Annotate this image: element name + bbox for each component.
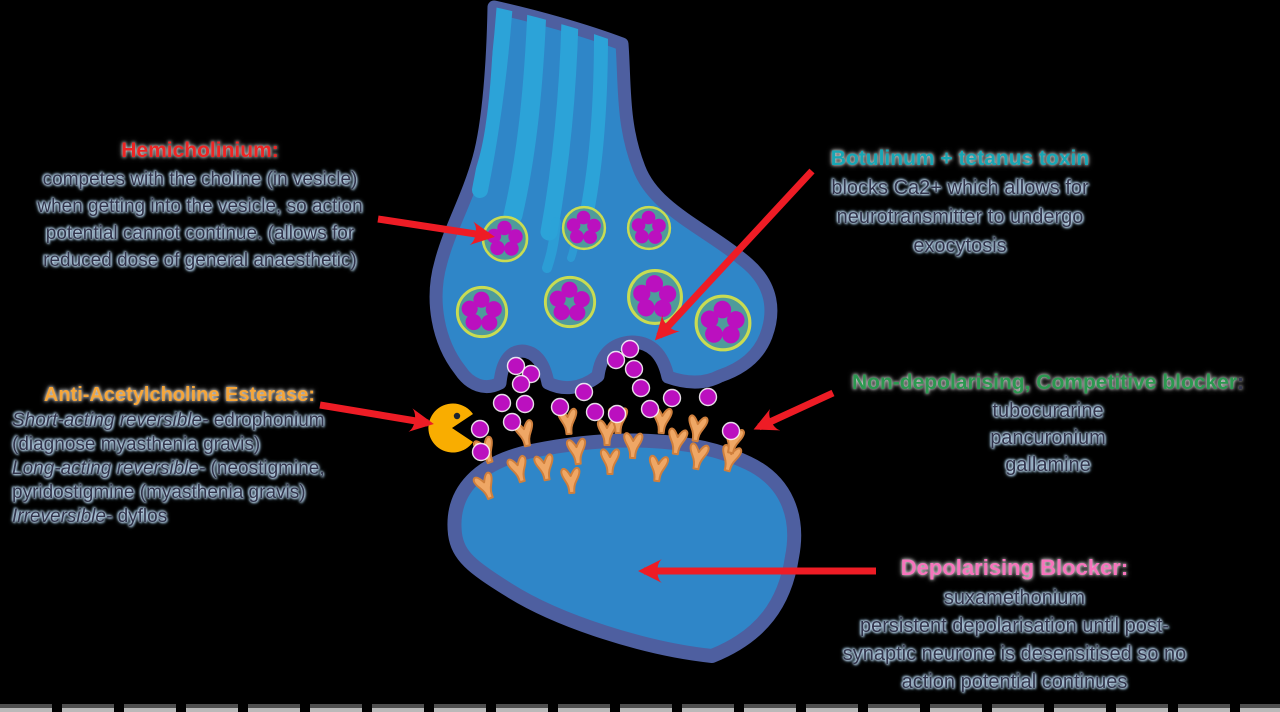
arrow-non-depolarising — [753, 389, 835, 431]
botulinum-line: blocks Ca2+ which allows for — [831, 177, 1089, 199]
annotation-anti-ache: Anti-Acetylcholine Esterase: Short-actin… — [4, 381, 347, 529]
non-depolarising-heading: Non-depolarising, Competitive blocker: — [851, 371, 1245, 394]
botulinum-heading: Botulinum + tetanus toxin — [830, 147, 1090, 170]
arrow-anti-ache — [319, 401, 434, 432]
botulinum-line: neurotransmitter to undergo — [836, 206, 1084, 228]
synaptic-vesicle — [543, 275, 597, 329]
depolarising-line: suxamethonium — [943, 587, 1086, 609]
depolarising-line: persistent depolarisation until post- — [859, 615, 1170, 637]
anti-ache-line: pyridostigmine (myasthenia gravis) — [12, 482, 306, 503]
synaptic-vesicle — [561, 205, 607, 251]
presynaptic-neurone — [436, 2, 771, 388]
botulinum-line: exocytosis — [913, 235, 1007, 257]
hemicholinium-line: reduced dose of general anaesthetic) — [43, 250, 357, 271]
acetylcholinesterase-pacman-icon — [428, 403, 473, 453]
synaptic-vesicle — [626, 205, 672, 251]
annotation-botulinum: Botulinum + tetanus toxin blocks Ca2+ wh… — [795, 144, 1125, 261]
anti-ache-heading: Anti-Acetylcholine Esterase: — [43, 384, 316, 406]
non-depolarising-line: pancuronium — [990, 427, 1106, 449]
hemicholinium-line: competes with the choline (in vesicle) — [42, 169, 358, 190]
annotation-depolarising: Depolarising Blocker: suxamethonium pers… — [812, 552, 1217, 696]
hemicholinium-line: potential cannot continue. (allows for — [45, 223, 355, 244]
hemicholinium-heading: Hemicholinium: — [121, 139, 279, 162]
pacman-eye — [453, 412, 461, 420]
annotation-non-depolarising: Non-depolarising, Competitive blocker: t… — [828, 368, 1268, 479]
synaptic-vesicle — [455, 285, 509, 339]
annotation-arrows — [319, 168, 876, 583]
synaptic-vesicle — [694, 294, 752, 352]
depolarising-line: action potential continues — [901, 671, 1128, 693]
synaptic-vesicle — [481, 215, 529, 263]
depolarising-line: synaptic neurone is desensitised so no — [842, 643, 1187, 665]
non-depolarising-line: tubocurarine — [992, 400, 1104, 422]
postsynaptic-neurone — [447, 433, 802, 663]
annotation-hemicholinium: Hemicholinium: competes with the choline… — [18, 136, 382, 274]
depolarising-heading: Depolarising Blocker: — [900, 555, 1129, 580]
hemicholinium-line: when getting into the vesicle, so action — [37, 196, 363, 217]
page-edge-dashes — [0, 704, 1280, 712]
arrow-botulinum — [654, 168, 815, 341]
anti-ache-line: Irreversible- dyflos — [12, 506, 168, 527]
non-depolarising-line: gallamine — [1005, 454, 1091, 476]
arrow-hemicholinium — [377, 215, 495, 246]
neurotransmitter-dots — [470, 339, 741, 462]
anti-ache-line: (diagnose myasthenia gravis) — [12, 434, 261, 455]
anti-ache-line: Short-acting reversible- edrophonium — [12, 410, 325, 431]
anti-ache-line: Long-acting reversible- (neostigmine, — [12, 458, 325, 479]
